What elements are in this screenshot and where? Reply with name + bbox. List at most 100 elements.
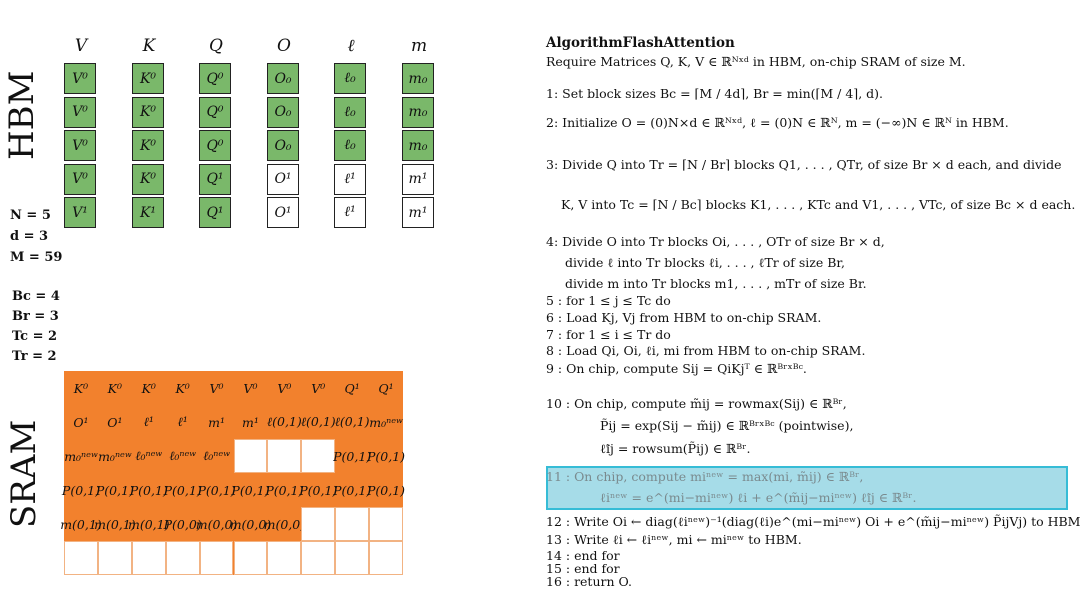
hbm-cell: V¹: [64, 197, 96, 228]
hbm-cell: ℓ¹: [334, 163, 366, 195]
sram-cell: [335, 507, 370, 541]
hbm-cell: K⁰: [132, 63, 164, 94]
sram-cell: P(0,1): [299, 482, 338, 498]
algo-line: 16 : return O.: [546, 574, 632, 589]
hbm-cell: ℓ¹: [334, 197, 366, 228]
sram-cell: ℓ₀ⁿᵉʷ: [135, 448, 163, 463]
sram-cell: m¹: [242, 414, 259, 430]
sram-cell: K⁰: [73, 380, 89, 396]
sram-cell: P(0,1): [333, 482, 372, 498]
sram-cell: ℓ¹: [177, 414, 188, 429]
algo-line: ℓiⁿᵉʷ = e^(mi−miⁿᵉʷ) ℓi + e^(m̃ij−miⁿᵉʷ)…: [600, 490, 917, 505]
sram-cell: [199, 541, 234, 575]
sram-cell: m(0,1): [60, 516, 102, 532]
sram-cell: m(0,0): [195, 516, 238, 532]
hbm-cell: m₀: [402, 130, 434, 161]
sram-cell: O¹: [73, 414, 89, 430]
hbm-cell: V⁰: [64, 163, 96, 195]
algo-line: 7 : for 1 ≤ i ≤ Tr do: [546, 327, 671, 342]
sram-cell: [64, 541, 98, 575]
algo-line: 5 : for 1 ≤ j ≤ Tc do: [546, 293, 671, 308]
sram-cell: [369, 507, 403, 541]
sram-cell: P(0,1): [129, 482, 168, 498]
sram-cell: V⁰: [311, 380, 326, 396]
hbm-label: HBM: [2, 70, 42, 160]
sram-cell: P(0,1): [95, 482, 134, 498]
sram-cell: P(0,1): [61, 482, 100, 498]
algo-line: P̃ij = exp(Sij − m̃ij) ∈ ℝᴮʳˣᴮᶜ (pointwi…: [600, 418, 854, 433]
sram-cell: ℓ(0,1): [334, 414, 370, 429]
sram-cell: P(0,1): [367, 482, 406, 498]
param-d: d = 3: [10, 229, 49, 244]
hbm-cell: K⁰: [132, 96, 164, 128]
hbm-cell: V⁰: [64, 63, 96, 94]
hbm-cell: O¹: [267, 197, 299, 228]
hbm-cell: m¹: [402, 163, 434, 195]
hbm-cell: Q⁰: [199, 63, 231, 94]
param-tc: Tc = 2: [12, 329, 58, 344]
sram-cell: P(0,0): [163, 516, 202, 532]
sram-cell: [131, 541, 166, 575]
algo-line: 13 : Write ℓi ← ℓiⁿᵉʷ, mi ← miⁿᵉʷ to HBM…: [546, 532, 802, 547]
sram-cell: m(0,1): [128, 516, 170, 532]
hbm-cell: Q¹: [199, 197, 231, 228]
sram-cell: m(0,0): [263, 516, 306, 532]
hbm-column-head: m: [410, 36, 428, 56]
hbm-cell: O¹: [267, 163, 299, 195]
sram-cell: [301, 541, 336, 575]
hbm-cell: ℓ₀: [334, 96, 366, 128]
step-11-highlight: [546, 466, 1068, 510]
sram-cell: m¹: [208, 414, 225, 430]
sram-cell: ℓ¹: [143, 414, 154, 429]
sram-cell: [301, 439, 336, 473]
sram-cell: m(0,1): [94, 516, 136, 532]
sram-cell: V⁰: [209, 380, 224, 396]
sram-cell: m₀ⁿᵉʷ: [98, 448, 132, 464]
sram-cell: [267, 541, 302, 575]
hbm-column-head: O: [277, 36, 291, 56]
sram-cell: P(0,1): [231, 482, 270, 498]
sram-cell: P(0,1): [367, 448, 406, 464]
sram-cell: V⁰: [243, 380, 258, 396]
sram-cell: Q¹: [378, 380, 394, 396]
algo-line: 14 : end for: [546, 548, 620, 563]
algo-line: divide m into Tr blocks m1, . . . , mTr …: [565, 276, 867, 291]
sram-cell: ℓ₀ⁿᵉʷ: [169, 448, 197, 463]
algo-line: 4: Divide O into Tr blocks Oi, . . . , O…: [546, 234, 885, 249]
sram-cell: K⁰: [107, 380, 123, 396]
hbm-cell: Q⁰: [199, 96, 231, 128]
sram-cell: [233, 439, 268, 473]
sram-cell: ℓ(0,1): [266, 414, 302, 429]
param-n: N = 5: [10, 208, 51, 223]
hbm-column-head: K: [142, 36, 156, 56]
algo-line: 9 : On chip, compute Sij = QiKjᵀ ∈ ℝᴮʳˣᴮ…: [546, 361, 807, 376]
sram-cell: P(0,1): [265, 482, 304, 498]
algo-line: 2: Initialize O = (0)N×d ∈ ℝᴺˣᵈ, ℓ = (0)…: [546, 115, 1009, 130]
algo-line: 10 : On chip, compute m̃ij = rowmax(Sij)…: [546, 396, 847, 411]
hbm-cell: V⁰: [64, 96, 96, 128]
sram-cell: [335, 541, 370, 575]
hbm-column-head: Q: [209, 36, 223, 56]
sram-cell: [165, 541, 200, 575]
hbm-cell: K⁰: [132, 130, 164, 161]
sram-cell: m₀ⁿᵉʷ: [369, 414, 403, 430]
sram-cell: [267, 439, 302, 473]
sram-cell: [301, 507, 336, 541]
param-m: M = 59: [10, 250, 63, 265]
sram-cell: [233, 541, 268, 575]
hbm-cell: O₀: [267, 96, 299, 128]
param-tr: Tr = 2: [12, 349, 57, 364]
hbm-cell: m¹: [402, 197, 434, 228]
algo-line: K, V into Tc = ⌈N / Bc⌉ blocks K1, . . .…: [561, 197, 1076, 212]
sram-cell: P(0,1): [163, 482, 202, 498]
hbm-cell: m₀: [402, 96, 434, 128]
hbm-cell: Q⁰: [199, 130, 231, 161]
sram-cell: V⁰: [277, 380, 292, 396]
sram-label: SRAM: [4, 419, 44, 528]
sram-cell: K⁰: [175, 380, 190, 396]
sram-cell: m₀ⁿᵉʷ: [64, 448, 98, 464]
algo-line: divide ℓ into Tr blocks ℓi, . . . , ℓTr …: [565, 255, 845, 270]
hbm-cell: K¹: [132, 197, 164, 228]
param-br: Br = 3: [12, 309, 59, 324]
algo-line: ℓ̃ij = rowsum(P̃ij) ∈ ℝᴮʳ.: [600, 441, 751, 456]
